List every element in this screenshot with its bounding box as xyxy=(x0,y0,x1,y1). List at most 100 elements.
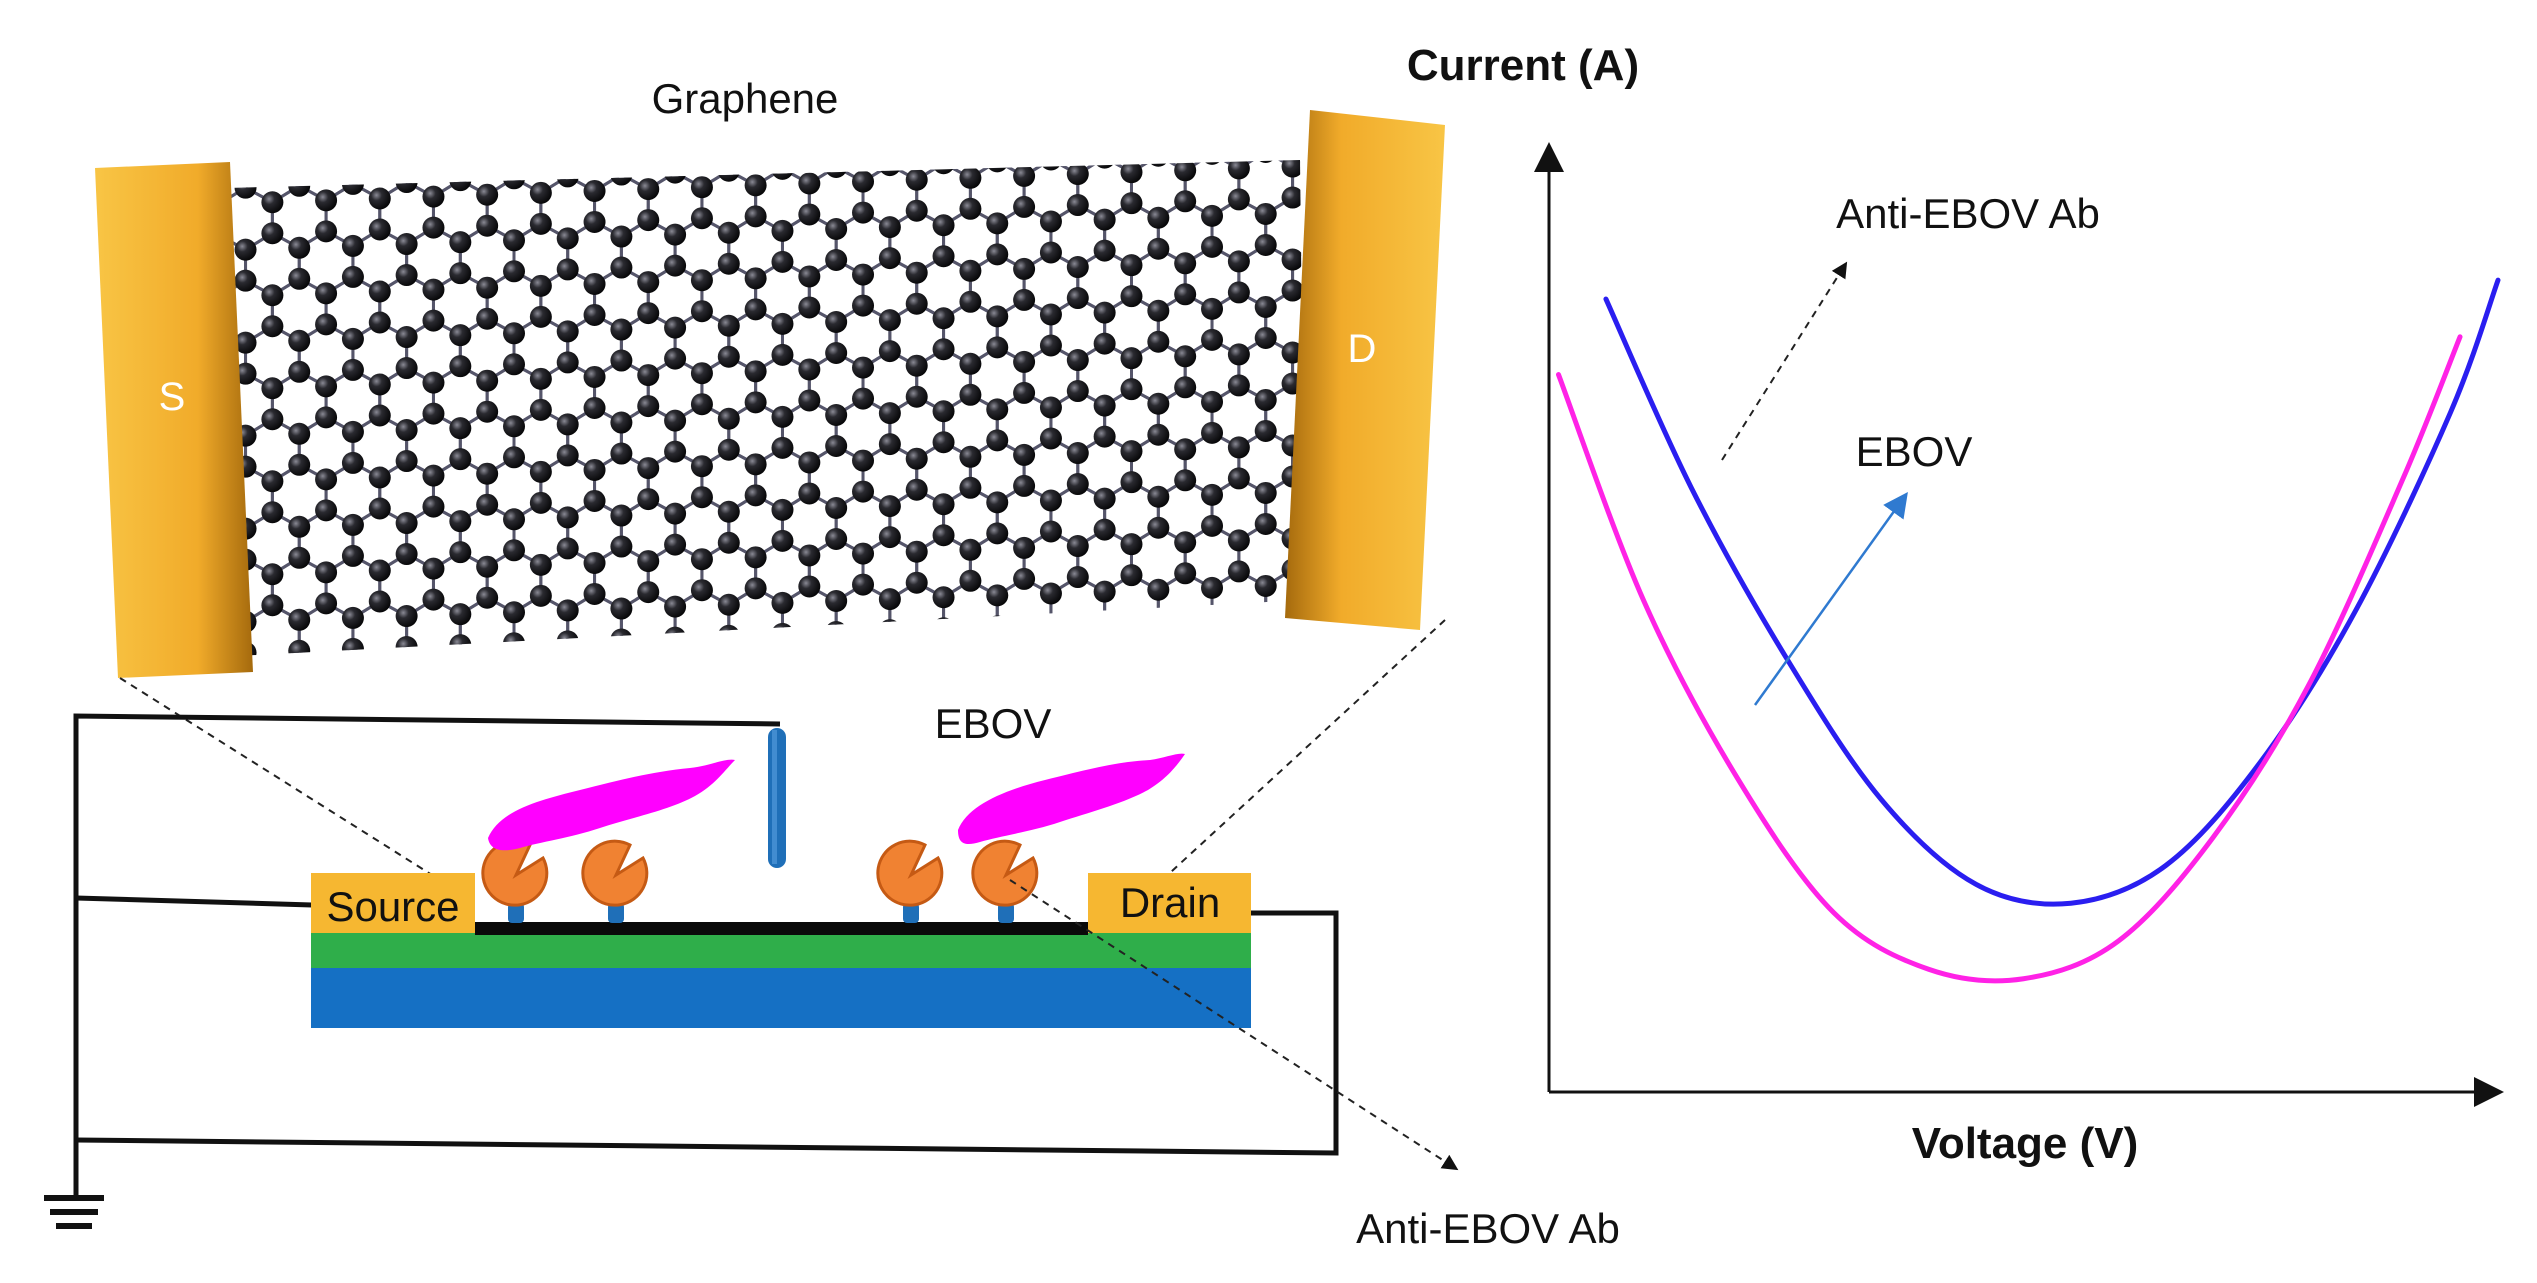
carbon-atom xyxy=(1120,626,1143,649)
carbon-atom xyxy=(503,167,526,190)
circuit-wiring xyxy=(73,713,1339,1195)
carbon-atom xyxy=(476,276,499,299)
carbon-atom xyxy=(690,641,713,660)
carbon-atom xyxy=(208,131,230,153)
carbon-atom xyxy=(771,219,794,242)
carbon-atom xyxy=(852,356,875,379)
carbon-atom xyxy=(315,313,338,336)
pacman-antibody-icon xyxy=(581,839,649,907)
graphene-bond xyxy=(1212,106,1239,122)
carbon-atom xyxy=(261,315,284,338)
carbon-atom xyxy=(1281,160,1304,178)
carbon-atom xyxy=(717,345,740,368)
carbon-atom xyxy=(825,218,848,241)
carbon-atom xyxy=(315,561,338,584)
carbon-atom xyxy=(1093,239,1116,262)
carbon-atom xyxy=(878,588,901,611)
carbon-atom xyxy=(1254,233,1277,256)
carbon-atom xyxy=(315,468,338,491)
carbon-atom xyxy=(905,447,928,470)
carbon-atom xyxy=(234,160,257,168)
carbon-atom xyxy=(1254,388,1277,411)
carbon-atom xyxy=(932,493,955,516)
x-axis-label: Voltage (V) xyxy=(1912,1119,2139,1168)
carbon-atom xyxy=(368,404,391,427)
carbon-atom xyxy=(341,265,364,288)
carbon-atom xyxy=(878,340,901,363)
carbon-atom xyxy=(1227,160,1250,180)
carbon-atom xyxy=(637,209,660,232)
carbon-atom xyxy=(368,218,391,241)
carbon-atom xyxy=(1013,567,1036,590)
carbon-atom xyxy=(476,307,499,330)
carbon-atom xyxy=(798,637,821,660)
carbon-atom xyxy=(1147,237,1170,260)
carbon-atom xyxy=(1066,473,1089,496)
carbon-atom xyxy=(1254,202,1277,225)
source-label: Source xyxy=(326,883,459,930)
linker xyxy=(998,903,1014,923)
carbon-atom xyxy=(610,318,633,341)
graphene-bond xyxy=(1131,110,1158,125)
carbon-atom xyxy=(610,504,633,527)
carbon-atom xyxy=(315,406,338,429)
carbon-atom xyxy=(503,229,526,252)
graphene-bond xyxy=(219,142,246,157)
carbon-atom xyxy=(637,550,660,573)
y-axis-label: Current (A) xyxy=(1407,41,1639,90)
carbon-atom xyxy=(1147,392,1170,415)
carbon-atom xyxy=(1120,533,1143,556)
carbon-atom xyxy=(664,533,687,556)
graphene-bond xyxy=(942,626,972,645)
graphene-bond xyxy=(459,643,488,660)
carbon-atom xyxy=(422,402,445,425)
carbon-atom xyxy=(288,453,311,476)
carbon-atom xyxy=(1039,582,1062,605)
graphene-bond xyxy=(1078,112,1105,127)
graphene-bond xyxy=(701,634,730,654)
carbon-atom xyxy=(852,263,875,286)
carbon-atom xyxy=(583,458,606,481)
carbon-atom xyxy=(744,267,767,290)
carbon-atom xyxy=(1066,566,1089,589)
carbon-atom xyxy=(368,652,391,660)
carbon-atom xyxy=(878,402,901,425)
carbon-atom xyxy=(744,484,767,507)
carbon-atom xyxy=(690,579,713,602)
carbon-atom xyxy=(395,512,418,535)
linker xyxy=(903,903,919,923)
carbon-atom xyxy=(288,329,311,352)
carbon-atom xyxy=(422,309,445,332)
carbon-atom xyxy=(986,336,1009,359)
carbon-atom xyxy=(825,160,848,179)
carbon-atom xyxy=(1254,574,1277,597)
carbon-atom xyxy=(932,160,955,175)
carbon-atom xyxy=(771,160,794,180)
carbon-atom xyxy=(1013,381,1036,404)
carbon-atom xyxy=(449,417,472,440)
carbon-atom xyxy=(583,489,606,512)
carbon-atom xyxy=(261,594,284,617)
graphene-bond xyxy=(1266,105,1293,121)
carbon-atom xyxy=(1094,116,1116,138)
carbon-atom xyxy=(637,302,660,325)
ebov-device-label: EBOV xyxy=(935,700,1052,747)
carbon-atom xyxy=(664,409,687,432)
carbon-atom xyxy=(905,571,928,594)
carbon-atom xyxy=(529,646,552,660)
carbon-atom xyxy=(556,506,579,529)
carbon-atom xyxy=(557,134,579,156)
carbon-atom xyxy=(1147,114,1169,136)
carbon-atom xyxy=(288,515,311,538)
carbon-atom xyxy=(503,539,526,562)
antibody-pointer-arrow xyxy=(1009,879,1459,1171)
antibody-shift-arrow xyxy=(1721,261,1848,461)
carbon-atom xyxy=(852,387,875,410)
carbon-atom xyxy=(288,608,311,631)
carbon-atom xyxy=(449,231,472,254)
carbon-atom xyxy=(932,524,955,547)
carbon-atom xyxy=(288,236,311,259)
carbon-atom xyxy=(556,351,579,374)
dielectric-layer xyxy=(311,930,1251,968)
carbon-atom xyxy=(1039,210,1062,233)
